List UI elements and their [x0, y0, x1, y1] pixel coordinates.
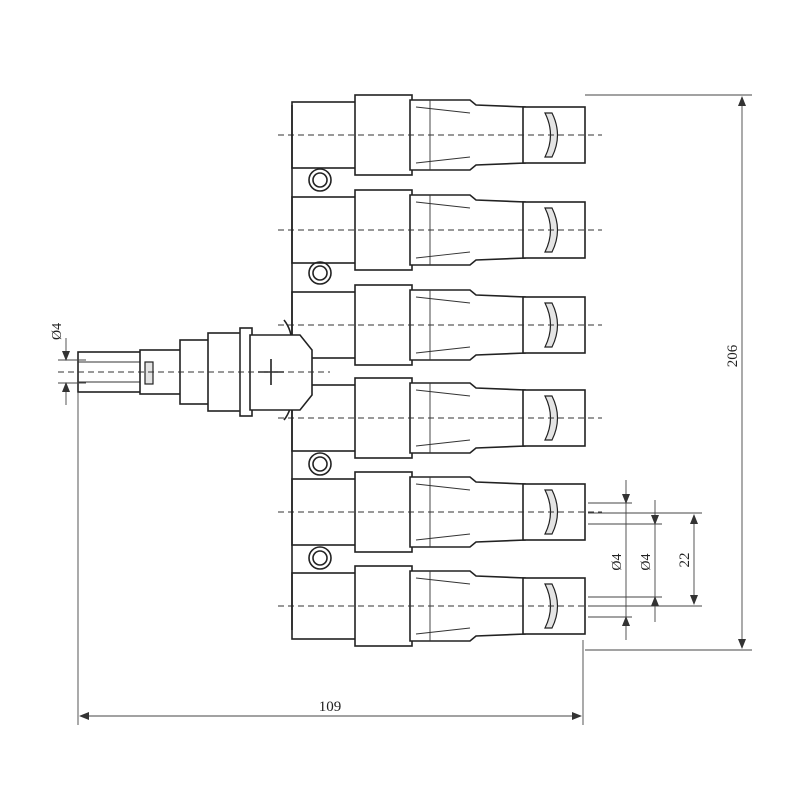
- branch-connectors: [278, 94, 602, 647]
- branch-sleeve: [409, 570, 526, 642]
- branch-connector-6: [278, 565, 602, 647]
- branch-sleeve: [409, 99, 526, 171]
- branch-connector-4: [278, 377, 602, 459]
- pitch-label: 22: [677, 553, 693, 568]
- branch-sleeve: [409, 289, 526, 361]
- pitch-dimension: 22: [588, 512, 702, 607]
- polarity-symbol: +: [275, 367, 276, 369]
- overall-width-dimension: 109: [77, 392, 584, 725]
- mounting-hole-4: [308, 546, 332, 570]
- branch-sleeve: [409, 382, 526, 454]
- branch-sleeve: [409, 194, 526, 266]
- mounting-hole-1: [308, 168, 332, 192]
- outlet-diameter-label-b: Ø4: [639, 553, 654, 570]
- overall-width-label: 109: [319, 699, 342, 715]
- mounting-holes: [308, 168, 332, 570]
- overall-height-dimension: 206: [585, 94, 752, 651]
- branch-connector-5: [278, 471, 602, 553]
- overall-height-label: 206: [725, 344, 741, 367]
- outlet-diameter-dimension: Ø4 Ø4: [588, 480, 662, 640]
- input-diameter-label: Ø4: [50, 323, 65, 340]
- outlet-diameter-label-a: Ø4: [610, 553, 625, 570]
- input-connector: [77, 327, 313, 417]
- branch-sleeve: [409, 476, 526, 548]
- branch-connector-1: [278, 94, 602, 176]
- input-diameter-dimension: Ø4: [50, 323, 86, 405]
- branch-connector-3: [278, 284, 602, 366]
- mounting-hole-2: [308, 261, 332, 285]
- mounting-hole-3: [308, 452, 332, 476]
- branch-connector-2: [278, 189, 602, 271]
